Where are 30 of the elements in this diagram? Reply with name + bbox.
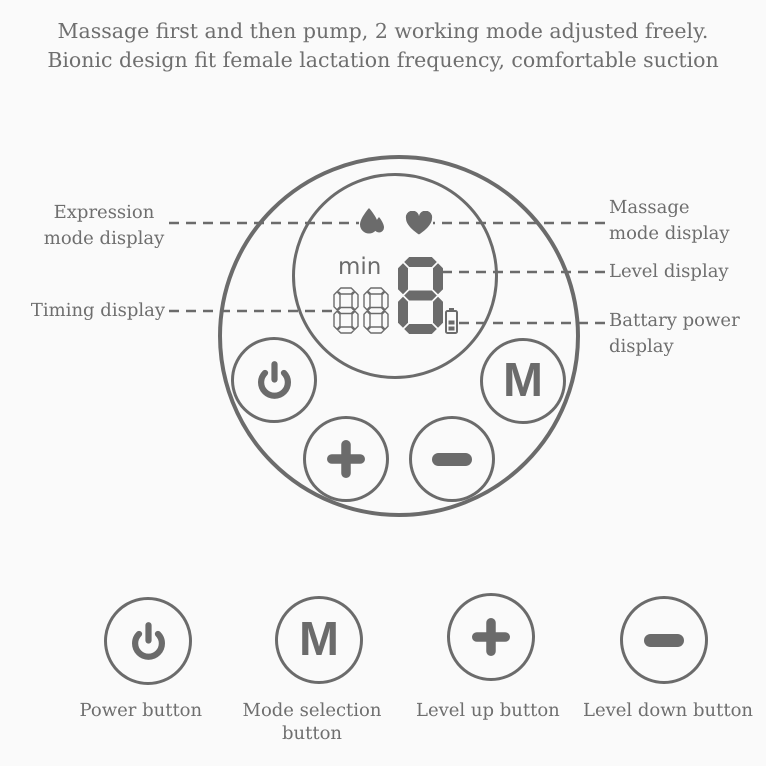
power-button <box>231 337 317 423</box>
callout-label: Level display <box>609 259 729 285</box>
mode-button: M <box>480 338 566 424</box>
node-label: Mode selection button <box>242 699 382 745</box>
segment-digit-icon <box>398 257 443 334</box>
callout-label: Massage mode display <box>609 195 731 247</box>
power-button <box>104 597 192 685</box>
minus-button <box>620 596 708 684</box>
title: Massage first and then pump, 2 working mode adjusted freely. Bionic design fit female lactation frequency, comfortable suction <box>46 18 720 74</box>
node-label: Level up button <box>416 699 560 722</box>
lcd-display <box>292 173 498 379</box>
node-label: Level down button <box>583 699 753 722</box>
droplet-icon <box>359 207 385 234</box>
unit-label: min <box>338 255 382 279</box>
minus-button <box>409 416 495 502</box>
leader-line <box>458 322 605 324</box>
callout-label: Expression mode display <box>43 200 165 252</box>
leader-line <box>443 270 605 274</box>
control-panel <box>218 155 580 517</box>
leader-line <box>169 310 333 312</box>
heart-icon <box>405 211 433 235</box>
callout-label: Battary power display <box>609 308 741 360</box>
callout-label: Timing display <box>30 298 165 324</box>
battery-icon <box>445 308 458 334</box>
node-label: Power button <box>80 699 202 722</box>
plus-button <box>303 416 389 502</box>
mode-button: M <box>275 596 363 684</box>
leader-line <box>433 222 605 224</box>
segment-digits-icon <box>333 287 389 334</box>
plus-button <box>447 593 535 681</box>
